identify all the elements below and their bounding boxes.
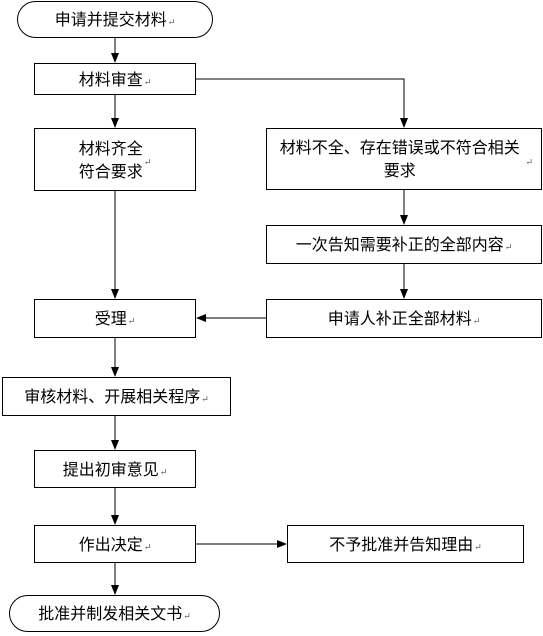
- node-start-label: 申请并提交材料: [54, 10, 167, 29]
- node-opinion-label: 提出初审意见: [62, 459, 159, 479]
- node-notify-label: 一次告知需要补正的全部内容: [295, 235, 504, 254]
- node-accept: 受理↵: [34, 299, 196, 338]
- paragraph-mark: ↵: [143, 542, 152, 553]
- node-reject: 不予批准并告知理由↵: [287, 525, 524, 563]
- node-decide-label: 作出决定: [78, 534, 143, 554]
- paragraph-mark: ↵: [167, 18, 176, 28]
- paragraph-mark: ↵: [201, 395, 209, 405]
- node-reject-label: 不予批准并告知理由: [329, 534, 474, 554]
- node-start: 申请并提交材料↵: [17, 1, 213, 38]
- paragraph-mark: ↵: [504, 243, 513, 253]
- node-incomplete: 材料不全、存在错误或不符合相关要求 ↵: [266, 128, 542, 190]
- paragraph-mark: ↵: [525, 157, 533, 168]
- node-issue-label: 批准并制发相关文书: [38, 604, 183, 623]
- paragraph-mark: ↵: [183, 612, 191, 622]
- node-incomplete-label: 材料不全、存在错误或不符合相关要求: [279, 138, 520, 180]
- paragraph-mark: ↵: [143, 77, 152, 88]
- paragraph-mark: ↵: [472, 317, 481, 327]
- arrow-review-to-incomplete: [196, 78, 408, 128]
- paragraph-mark: ↵: [159, 467, 168, 478]
- node-issue: 批准并制发相关文书↵: [9, 595, 220, 632]
- node-accept-label: 受理: [94, 309, 127, 328]
- node-resubmit: 申请人补正全部材料↵: [266, 299, 542, 338]
- paragraph-mark: ↵: [474, 542, 482, 553]
- node-examine-label: 审核材料、开展相关程序: [24, 387, 201, 406]
- paragraph-mark: ↵: [127, 317, 136, 327]
- node-notify: 一次告知需要补正的全部内容↵: [266, 225, 542, 264]
- node-complete-label: 材料齐全 符合要求: [78, 138, 143, 181]
- node-review: 材料审查↵: [34, 63, 196, 95]
- node-complete: 材料齐全 符合要求↵: [34, 128, 196, 191]
- node-opinion: 提出初审意见↵: [34, 450, 196, 488]
- node-decide: 作出决定↵: [34, 525, 196, 563]
- node-examine: 审核材料、开展相关程序↵: [2, 377, 231, 416]
- paragraph-mark: ↵: [143, 158, 152, 168]
- node-resubmit-label: 申请人补正全部材料: [327, 309, 472, 328]
- node-review-label: 材料审查: [78, 69, 143, 89]
